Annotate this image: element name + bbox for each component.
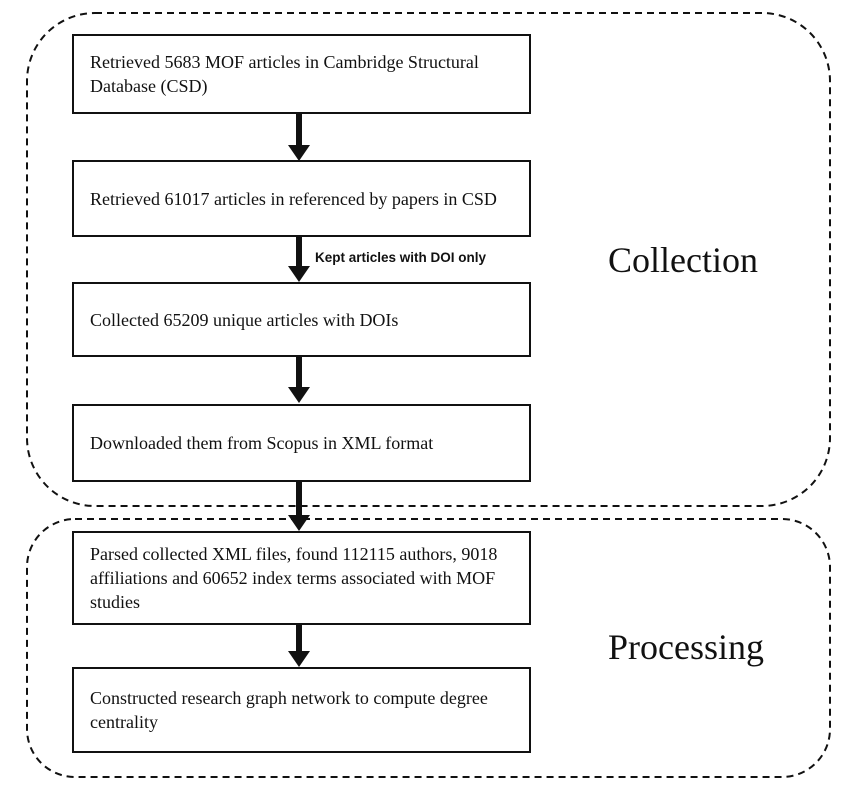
doi-filter-note: Kept articles with DOI only xyxy=(315,250,487,265)
processing-group-boundary xyxy=(26,518,831,778)
step-text-5: Parsed collected XML files, found 112115… xyxy=(90,544,498,612)
step-box-4: Downloaded them from Scopus in XML forma… xyxy=(72,404,531,482)
step-box-3: Collected 65209 unique articles with DOI… xyxy=(72,282,531,357)
collection-group-label: Collection xyxy=(608,240,758,280)
flow-arrow-1 xyxy=(288,114,310,161)
step-box-5: Parsed collected XML files, found 112115… xyxy=(72,531,531,625)
flow-arrow-4 xyxy=(288,482,310,531)
flow-arrow-5 xyxy=(288,625,310,667)
flow-arrow-2 xyxy=(288,237,310,282)
step-box-2: Retrieved 61017 articles in referenced b… xyxy=(72,160,531,237)
step-text-2: Retrieved 61017 articles in referenced b… xyxy=(90,188,497,209)
step-box-1: Retrieved 5683 MOF articles in Cambridge… xyxy=(72,34,531,114)
step-text-1: Retrieved 5683 MOF articles in Cambridge… xyxy=(90,52,479,96)
step-text-4: Downloaded them from Scopus in XML forma… xyxy=(90,433,434,453)
step-text-3: Collected 65209 unique articles with DOI… xyxy=(90,309,399,330)
step-box-6: Constructed research graph network to co… xyxy=(72,667,531,753)
step-text-6: Constructed research graph network to co… xyxy=(90,688,488,732)
flow-arrow-3 xyxy=(288,357,310,403)
collection-group-boundary xyxy=(26,12,831,507)
processing-group-label: Processing xyxy=(608,627,764,667)
